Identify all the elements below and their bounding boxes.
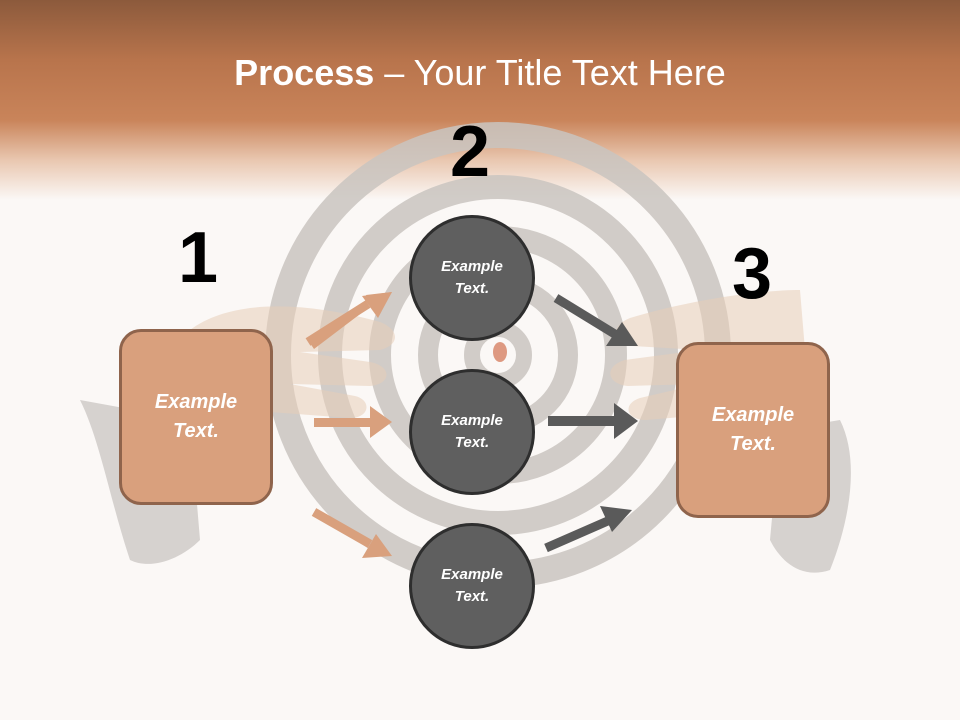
circle-bottom: Example Text. [409,523,535,649]
circle-bottom-label: Example Text. [441,565,503,606]
circle-top: Example Text. [409,215,535,341]
page-title: Process – Your Title Text Here [0,52,960,94]
arrow-left-to-middle [314,406,392,438]
box-right-label: Example Text. [711,404,795,455]
box-right: Example Text. [676,342,830,518]
arrow-middle-to-right [548,403,638,439]
circle-middle-label: Example Text. [441,411,503,452]
arrow-top-to-right [553,294,638,346]
title-bold: Process [234,52,375,93]
circle-middle: Example Text. [409,369,535,495]
arrow-left-to-top [305,292,392,349]
box-left-label: Example Text. [154,391,238,442]
title-rest: – Your Title Text Here [374,52,726,93]
arrow-left-to-bottom [311,508,392,558]
header-band [0,0,960,200]
step-number-1: 1 [178,218,219,298]
step-number-3: 3 [732,234,773,314]
circle-top-label: Example Text. [441,257,503,298]
step-number-2: 2 [450,112,491,192]
arrow-bottom-to-right [544,506,632,553]
box-left: Example Text. [119,329,273,505]
